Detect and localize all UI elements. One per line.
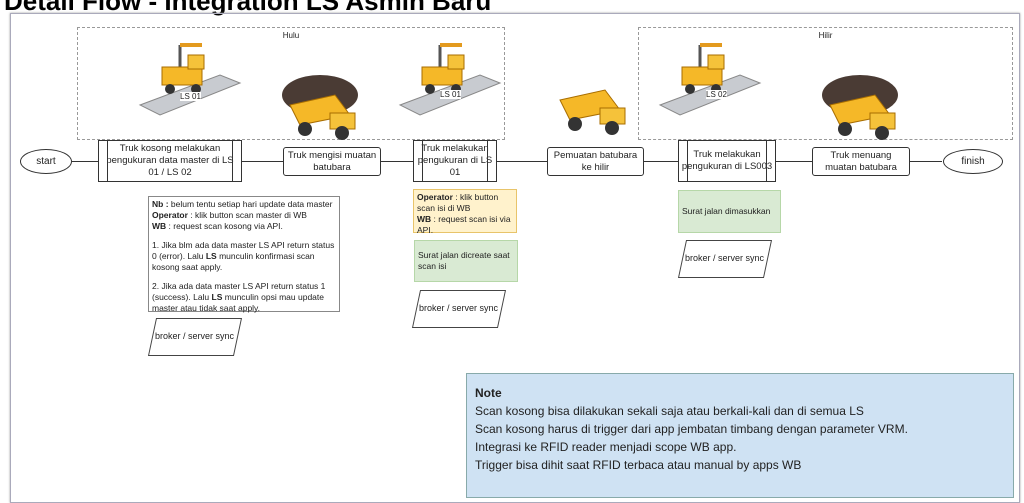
scale-label: LS 01	[440, 90, 461, 99]
note-heading: Note	[475, 386, 502, 400]
surat-jalan-created: Surat jalan dicreate saat scan isi	[414, 240, 518, 282]
note-point-text: munculin konfirmasi scan kosong saat app…	[152, 251, 315, 273]
note-nb-text: belum tentu setiap hari update data mast…	[168, 199, 333, 209]
broker-sync-label: broker / server sync	[685, 253, 765, 264]
note-operator-line: Operator : klik button scan isi di WB	[417, 192, 513, 214]
zone-label: Hilir	[818, 31, 833, 40]
zone-hulu: Hulu	[77, 27, 505, 140]
note-operator-line: Operator : klik button scan master di WB	[152, 210, 336, 221]
scale-label: LS 01	[180, 92, 201, 101]
note-wb-label: WB	[417, 214, 432, 225]
weighbridge-scale-icon	[658, 43, 762, 117]
dump-truck-icon	[559, 89, 626, 136]
step-unload: Truk menuang muatan batubara	[812, 147, 910, 176]
note-line: Integrasi ke RFID reader menjadi scope W…	[475, 440, 737, 454]
note-point-2: 2. Jika ada data master LS API return st…	[152, 281, 336, 314]
scale-label: LS 02	[706, 90, 727, 99]
note-wb-text: : request scan kosong via API.	[166, 221, 283, 232]
note-operator-label: Operator	[152, 210, 188, 221]
note-point-text: munculin opsi mau update master atau tid…	[152, 292, 324, 314]
fill-scan-note: Operator : klik button scan isi di WB WB…	[413, 189, 517, 236]
zone-label: Hulu	[282, 31, 300, 40]
start-node: start	[20, 149, 72, 174]
step-scan-ls003: Truk melakukan pengukuran di LS003	[678, 140, 776, 182]
master-scan-note: Nb : belum tentu setiap hari update data…	[148, 196, 340, 314]
step-load-coal: Truk mengisi muatan batubara	[283, 147, 381, 176]
note-operator-text: : klik button scan master di WB	[187, 210, 307, 221]
page-title: Detail Flow - Integration LS Asmin Baru	[4, 0, 492, 16]
note-line: Scan kosong bisa dilakukan sekali saja a…	[475, 404, 864, 418]
note-point-text: 2. Jika ada data master LS API return st…	[152, 281, 326, 303]
step-scan-ls01: Truk melakukan pengukuran di LS 01	[413, 140, 497, 182]
note-wb-label: WB	[152, 221, 167, 232]
note-nb-line: Nb : belum tentu setiap hari update data…	[152, 199, 336, 210]
note-operator-text: : klik button scan isi di WB	[417, 192, 499, 214]
step-haul: Pemuatan batubara ke hilir	[547, 147, 644, 176]
broker-sync-label: broker / server sync	[155, 331, 235, 342]
finish-node: finish	[943, 149, 1003, 174]
weighbridge-scale-icon	[138, 43, 242, 117]
note-line: Scan kosong harus di trigger dari app je…	[475, 422, 908, 436]
note-wb-line: WB : request scan kosong via API.	[152, 221, 336, 232]
note-operator-label: Operator	[417, 192, 453, 202]
note-wb-text: : request scan isi via API.	[417, 214, 511, 236]
note-wb-line: WB : request scan isi via API.	[417, 214, 513, 236]
broker-sync-2: broker / server sync	[411, 290, 507, 328]
illustrations	[138, 43, 898, 141]
general-note: Note Scan kosong bisa dilakukan sekali s…	[466, 373, 1014, 498]
surat-jalan-entered: Surat jalan dimasukkan	[678, 190, 781, 233]
note-point-ls: LS	[211, 292, 223, 303]
note-point-ls: LS	[205, 251, 217, 262]
weighbridge-scale-icon	[398, 43, 502, 117]
step-scan-master: Truk kosong melakukan pengukuran data ma…	[98, 140, 242, 182]
note-line: Trigger bisa dihit saat RFID terbaca ata…	[475, 458, 802, 472]
broker-sync-1: broker / server sync	[147, 318, 243, 356]
flow-connector	[72, 161, 942, 162]
broker-sync-3: broker / server sync	[677, 240, 773, 278]
broker-sync-label: broker / server sync	[419, 303, 499, 314]
zone-hilir: Hilir	[638, 27, 1013, 140]
note-nb-label: Nb :	[152, 199, 169, 209]
note-point-text: 1. Jika blm ada data master LS API retur…	[152, 240, 335, 262]
note-point-1: 1. Jika blm ada data master LS API retur…	[152, 240, 336, 273]
